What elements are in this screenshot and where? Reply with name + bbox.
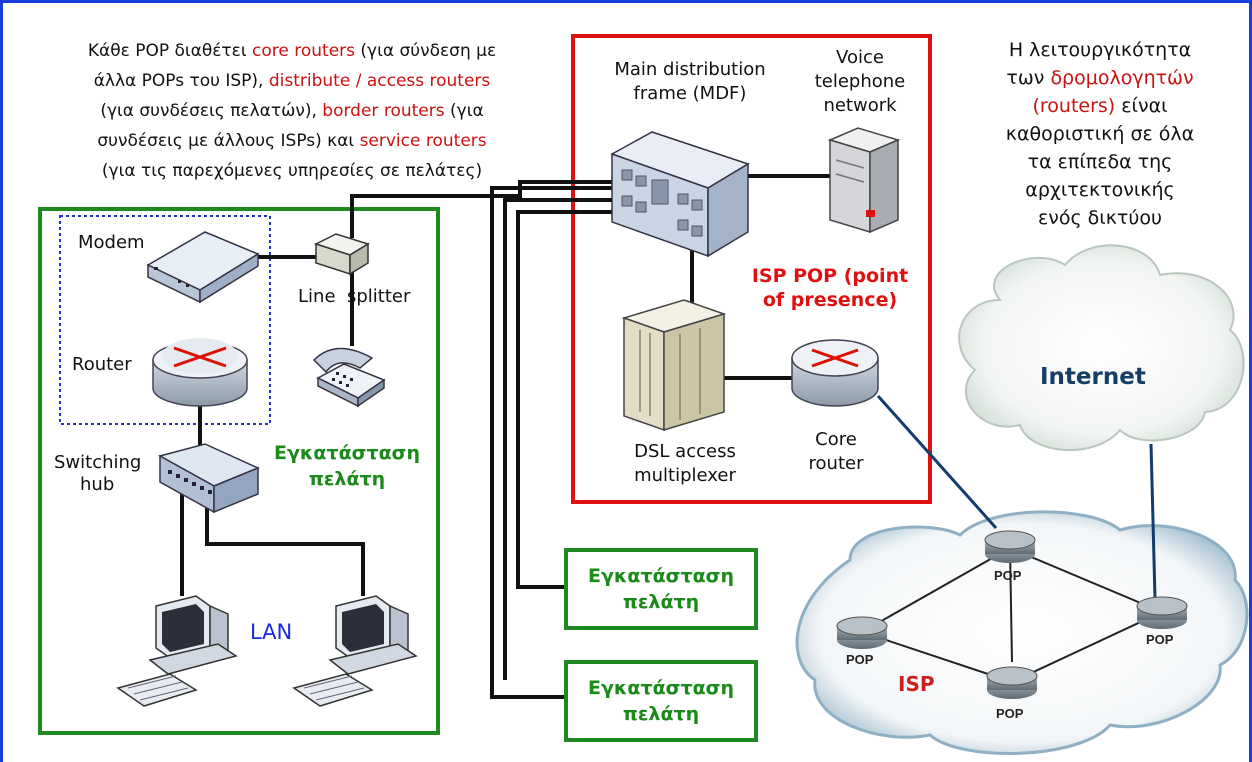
switching-hub-label: Switching hub	[54, 452, 142, 495]
pop-label-right: POP	[1146, 632, 1174, 647]
pop-label-left: POP	[846, 652, 874, 667]
internet-label: Internet	[1040, 364, 1146, 390]
core-router-label: Core router	[808, 429, 864, 474]
mdf-label: Main distribution frame (MDF)	[614, 59, 766, 104]
voice-network-device	[827, 127, 901, 234]
isp-pop-title: ISP POP (point of presence)	[751, 265, 909, 311]
pop-router-right	[1136, 596, 1188, 629]
pop-router-left	[836, 616, 888, 649]
customer-router-device	[152, 338, 248, 407]
modem-router-group	[59, 215, 271, 425]
pop-router-top	[984, 530, 1036, 563]
isp-label: ISP	[898, 672, 935, 696]
internet-cloud	[958, 244, 1245, 451]
pc-left-device	[116, 595, 238, 707]
router-label: Router	[72, 354, 132, 375]
customer-install-label: Εγκατάσταση πελάτη	[274, 442, 420, 490]
telephone-device	[312, 347, 386, 408]
isp-cloud	[795, 510, 1249, 755]
modem-device	[146, 231, 260, 304]
pop-router-bottom	[986, 666, 1038, 699]
mdf-device	[610, 131, 750, 258]
customer-premises-box	[38, 207, 440, 735]
modem-label: Modem	[78, 232, 145, 253]
switching-hub-device	[158, 443, 260, 514]
core-router-device	[791, 339, 879, 407]
voice-network-label: Voice telephone network	[814, 47, 906, 116]
dslam-label: DSL access multiplexer	[634, 441, 736, 486]
router-role-note: Η λειτουργικότητα των δρομολογητών (rout…	[1005, 39, 1195, 229]
pop-label-top: POP	[994, 568, 1022, 583]
pop-router-types-note: Κάθε POP διαθέτει core routers (για σύνδ…	[87, 41, 497, 181]
lan-label: LAN	[250, 620, 293, 644]
pop-label-bottom: POP	[996, 706, 1024, 721]
pop-routers	[836, 530, 1188, 699]
dslam-device	[621, 299, 727, 432]
line-splitter-device	[314, 233, 370, 276]
pc-right-device	[292, 595, 418, 707]
line-splitter-label: Line splitter	[298, 286, 411, 307]
isp-pop-box	[571, 34, 932, 504]
